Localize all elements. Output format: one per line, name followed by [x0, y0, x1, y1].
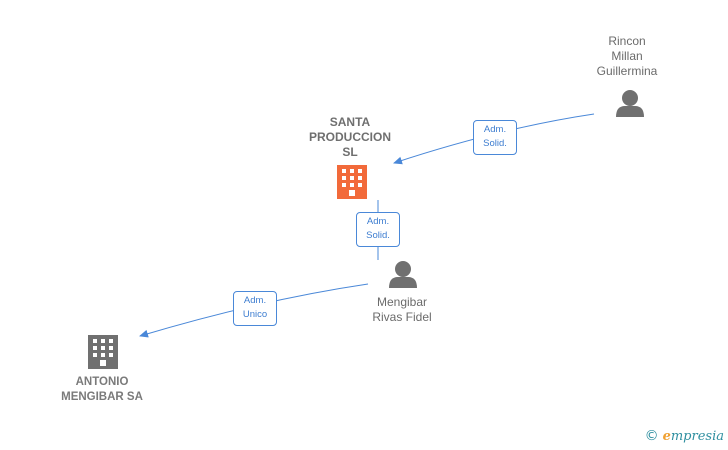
node-label-mengibar-rivas[interactable]: Mengibar Rivas Fidel: [372, 295, 432, 324]
brand-watermark: ©empresia: [645, 428, 724, 444]
building-icon[interactable]: [88, 335, 118, 369]
person-icon[interactable]: [616, 90, 644, 117]
brand-name: mpresia: [670, 429, 724, 444]
person-icon[interactable]: [389, 261, 417, 288]
edge-label-rincon-to-santa[interactable]: Adm. Solid.: [473, 120, 517, 155]
brand-initial: e: [662, 429, 671, 444]
node-label-antonio-mengibar[interactable]: ANTONIO MENGIBAR SA: [61, 376, 143, 403]
edge-label-mengibar-to-antonio[interactable]: Adm. Unico: [233, 291, 277, 326]
copyright-icon: ©: [644, 428, 659, 444]
node-label-rincon-millan[interactable]: Rincon Millan Guillermina: [596, 34, 658, 78]
edge-label-mengibar-to-santa[interactable]: Adm. Solid.: [356, 212, 400, 247]
node-label-santa-produccion[interactable]: SANTA PRODUCCION SL: [308, 115, 391, 159]
building-icon[interactable]: [337, 165, 367, 199]
